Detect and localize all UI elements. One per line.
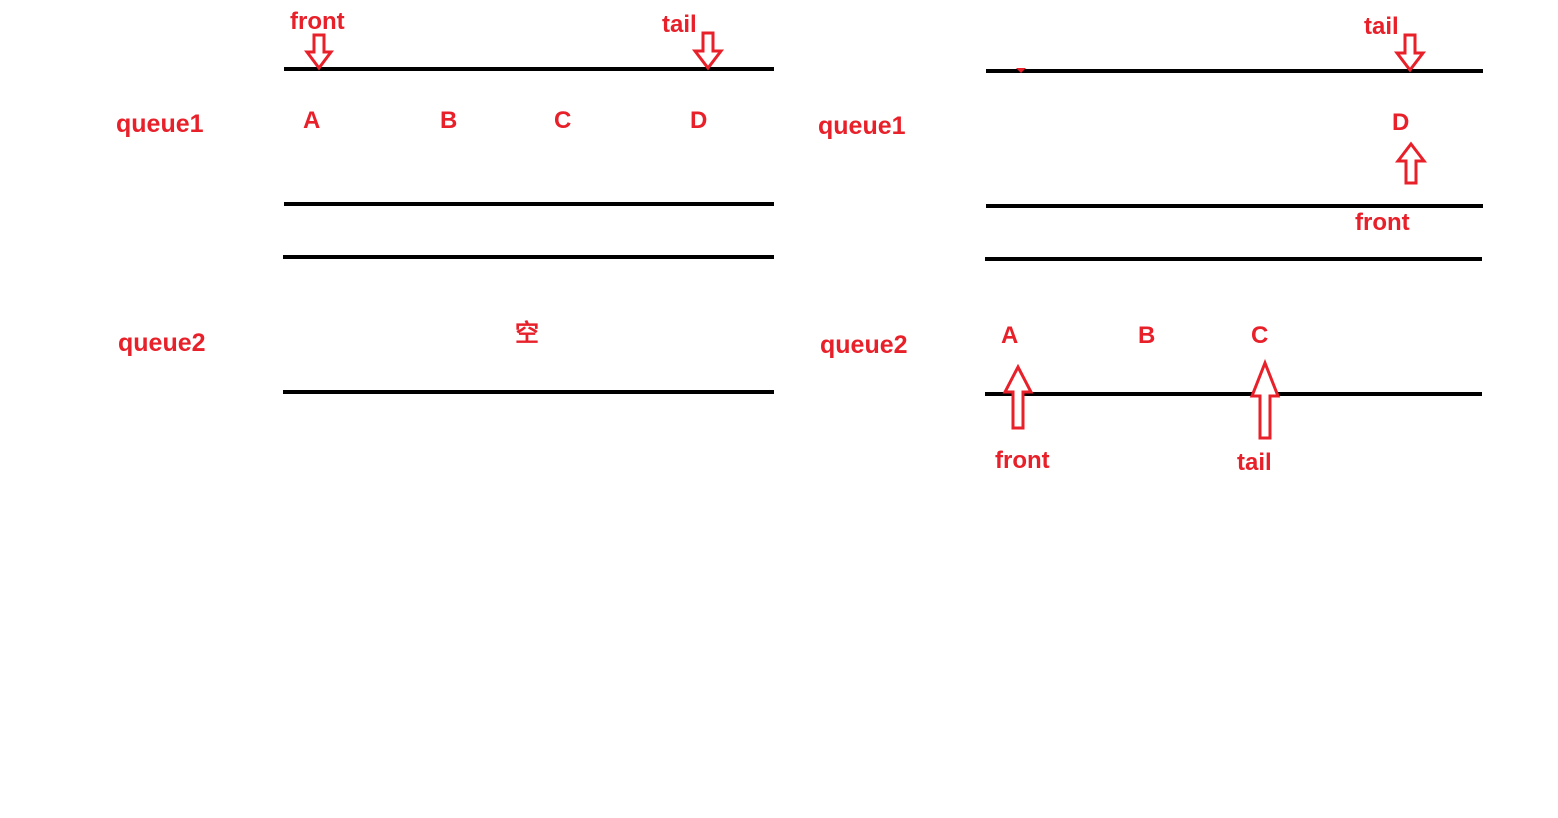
- right-queue2-tail-up-arrow-icon: [1249, 358, 1281, 440]
- left-queue1-element: D: [690, 107, 708, 134]
- right-queue2-tail-label: tail: [1237, 449, 1272, 476]
- right-queue1-top-rail: [986, 69, 1483, 73]
- left-queue1-front-label: front: [290, 8, 345, 35]
- right-queue1-tail-label: tail: [1364, 13, 1399, 40]
- right-queue1-front-label: front: [1355, 209, 1410, 236]
- right-queue2-top-rail: [985, 257, 1482, 261]
- right-queue1-bottom-rail: [986, 204, 1483, 208]
- right-queue1-tail-down-arrow-icon: [1393, 33, 1427, 73]
- right-queue1-label: queue1: [818, 112, 906, 140]
- left-queue2-empty-label: 空: [515, 319, 539, 347]
- left-queue1-label: queue1: [116, 110, 204, 138]
- right-queue2-label: queue2: [820, 331, 908, 359]
- right-queue1-front-up-arrow-icon: [1394, 141, 1428, 185]
- right-queue1-element: D: [1392, 109, 1410, 136]
- left-queue1-top-rail: [284, 67, 774, 71]
- right-queue2-bottom-rail: [985, 392, 1482, 396]
- right-queue2-front-up-arrow-icon: [1002, 363, 1034, 430]
- left-queue1-tail-down-arrow-icon: [691, 31, 725, 71]
- left-queue1-element: A: [303, 107, 321, 134]
- left-queue1-element: C: [554, 107, 572, 134]
- left-queue1-bottom-rail: [284, 202, 774, 206]
- left-queue1-element: B: [440, 107, 458, 134]
- left-queue2-bottom-rail: [283, 390, 774, 394]
- right-queue2-element: B: [1138, 322, 1156, 349]
- right-queue2-element: A: [1001, 322, 1019, 349]
- left-queue1-tail-label: tail: [662, 11, 697, 38]
- right-queue2-front-label: front: [995, 447, 1050, 474]
- right-queue1-tick-mark-icon: [1016, 68, 1026, 73]
- right-queue2-element: C: [1251, 322, 1269, 349]
- left-queue2-top-rail: [283, 255, 774, 259]
- left-queue2-label: queue2: [118, 329, 206, 357]
- left-queue1-front-down-arrow-icon: [304, 33, 334, 71]
